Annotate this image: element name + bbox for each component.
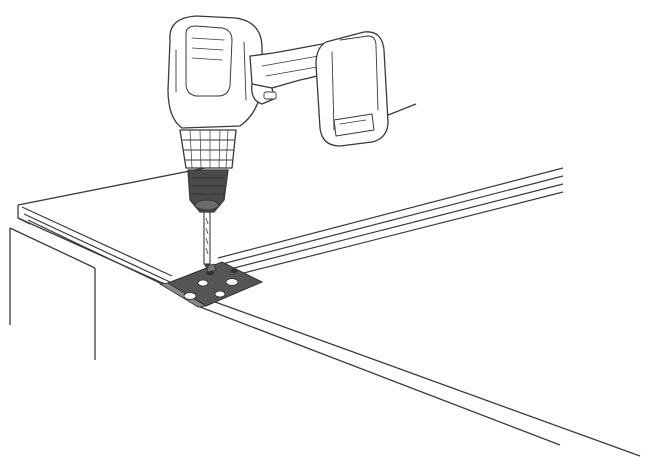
screw-head — [230, 268, 238, 274]
bracket-hole — [214, 290, 226, 298]
groove-rail — [21, 167, 564, 287]
cordless-drill — [167, 15, 389, 213]
cabinet-top — [9, 103, 641, 457]
drill-chuck — [187, 169, 229, 213]
drill-bit — [203, 211, 211, 270]
bracket-hole — [183, 292, 197, 300]
bracket-hole — [225, 278, 239, 286]
bracket-hole — [197, 279, 209, 287]
mounting-bracket — [158, 261, 264, 308]
